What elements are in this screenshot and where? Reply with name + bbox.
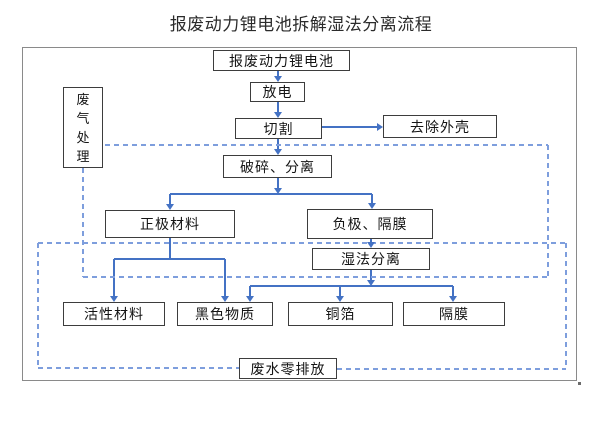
node-cathode-material: 正极材料 <box>105 210 235 238</box>
node-discharge: 放电 <box>250 82 305 102</box>
flow-connector-16 <box>339 286 341 296</box>
dashed-connector-26 <box>337 368 566 370</box>
dashed-connector-21 <box>82 168 84 277</box>
dashed-connector-20 <box>83 276 548 278</box>
arrowhead-icon <box>336 296 344 302</box>
node-zero-wastewater: 废水零排放 <box>239 358 337 379</box>
resize-handle-mark <box>578 382 581 385</box>
flow-connector-3 <box>322 126 377 128</box>
diagram-frame <box>22 47 577 381</box>
node-waste-gas-treatment: 废 气 处 理 <box>63 87 103 168</box>
flow-connector-6 <box>169 194 171 204</box>
flow-connector-4 <box>277 178 279 188</box>
flow-connector-1 <box>277 102 279 112</box>
node-black-mass: 黑色物质 <box>177 302 273 326</box>
dashed-connector-22 <box>38 242 566 244</box>
arrowhead-icon <box>368 203 376 209</box>
flow-connector-13 <box>370 270 372 280</box>
arrowhead-icon <box>221 296 229 302</box>
arrowhead-icon <box>367 242 375 248</box>
dashed-connector-25 <box>38 367 239 369</box>
flow-connector-7 <box>371 194 373 203</box>
node-active-material: 活性材料 <box>63 302 165 326</box>
node-scrap-battery: 报废动力锂电池 <box>213 50 350 71</box>
dashed-connector-18 <box>105 144 548 146</box>
arrowhead-icon <box>246 296 254 302</box>
flow-connector-10 <box>114 258 225 260</box>
flow-connector-8 <box>370 239 372 242</box>
arrowhead-icon <box>274 149 282 155</box>
arrowhead-icon <box>110 296 118 302</box>
node-anode-separator: 负极、隔膜 <box>307 209 433 239</box>
arrowhead-icon <box>274 112 282 118</box>
arrowhead-icon <box>274 188 282 194</box>
arrowhead-icon <box>274 76 282 82</box>
arrowhead-icon <box>367 280 375 286</box>
flow-connector-5 <box>170 193 372 195</box>
arrowhead-icon <box>377 123 383 131</box>
arrowhead-icon <box>166 204 174 210</box>
flow-connector-15 <box>249 286 251 296</box>
flow-connector-14 <box>250 285 453 287</box>
flow-connector-9 <box>169 238 171 259</box>
node-separator-film: 隔膜 <box>403 302 505 326</box>
node-copper-foil: 铜箔 <box>288 302 393 326</box>
arrowhead-icon <box>449 296 457 302</box>
flow-connector-0 <box>277 71 279 76</box>
dashed-connector-24 <box>37 243 39 368</box>
node-cutting: 切割 <box>235 118 322 139</box>
node-remove-shell: 去除外壳 <box>383 115 497 138</box>
dashed-connector-23 <box>565 243 567 369</box>
flow-connector-17 <box>452 286 454 296</box>
flow-connector-2 <box>277 139 279 149</box>
node-crush-separate: 破碎、分离 <box>223 155 332 178</box>
node-wet-separation: 湿法分离 <box>312 248 430 270</box>
dashed-connector-19 <box>547 145 549 277</box>
diagram-title: 报废动力锂电池拆解湿法分离流程 <box>169 15 433 34</box>
